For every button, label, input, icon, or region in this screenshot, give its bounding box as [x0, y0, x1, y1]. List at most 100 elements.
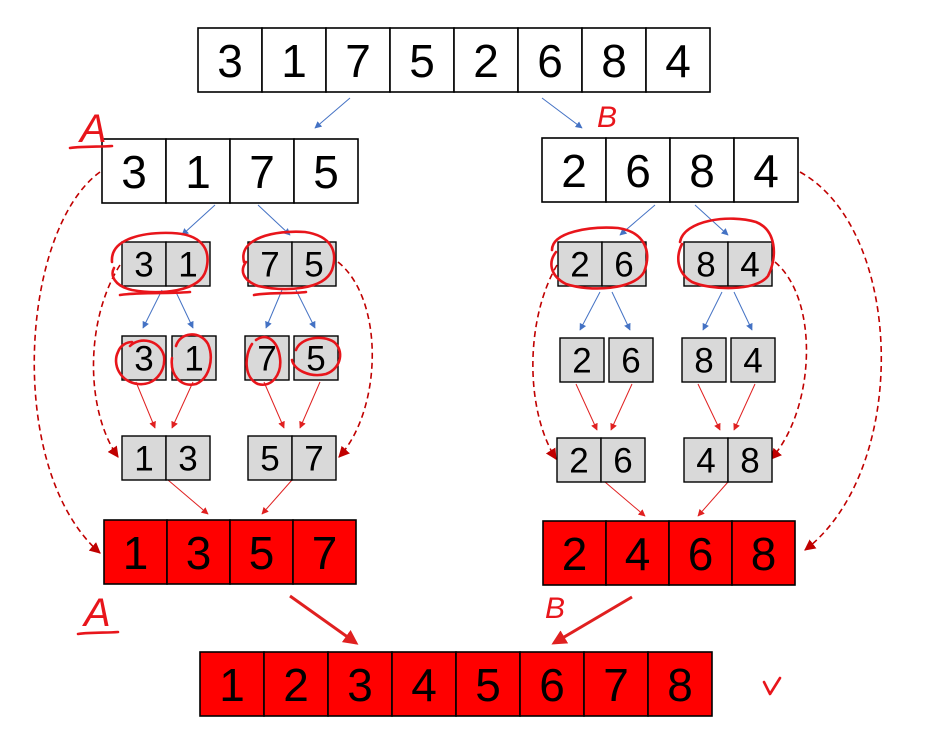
cell [291, 435, 337, 481]
cell-value: 2 [562, 528, 588, 580]
split-arrow-26-left [579, 291, 601, 331]
merge-arrow [697, 481, 729, 517]
cell-value: 1 [184, 340, 203, 379]
cell-value: 3 [134, 340, 153, 379]
cell-value: 5 [409, 35, 435, 87]
label-a-bottom: A [82, 591, 111, 635]
cell-value: 4 [625, 528, 651, 580]
cell [263, 651, 329, 717]
cell [229, 519, 294, 585]
merge-arrow [171, 381, 194, 429]
cell-value: 7 [603, 659, 629, 711]
cell [199, 651, 265, 717]
cell [165, 435, 211, 481]
merge-arrow [167, 479, 209, 515]
cell-value: 3 [134, 246, 153, 285]
merge-arrow [299, 381, 321, 429]
cell [730, 337, 776, 383]
cell-value: 8 [689, 145, 715, 197]
right-single-0: 2 [559, 337, 605, 383]
cell [519, 651, 585, 717]
split-arrow-31-right [174, 289, 194, 329]
cell-value: 2 [561, 145, 587, 197]
cell [389, 27, 455, 93]
cell [541, 137, 607, 203]
cell [292, 519, 357, 585]
ink-circle [677, 217, 776, 290]
cell [101, 138, 167, 204]
cell [668, 520, 733, 586]
cell-value: 3 [121, 146, 147, 198]
cell [197, 27, 263, 93]
cell-value: 5 [249, 527, 275, 579]
cell [293, 138, 359, 204]
dashed-arrow-75 [337, 261, 374, 458]
ink-underline [118, 290, 192, 297]
label-a-top: A [78, 107, 107, 151]
cell-value: 2 [569, 442, 588, 481]
ink-circle [110, 231, 209, 294]
cell-value: 4 [743, 342, 762, 381]
cell-value: 5 [260, 440, 279, 479]
right-single-3: 4 [730, 337, 776, 383]
cell [608, 337, 654, 383]
label-b-top: B [597, 101, 617, 134]
split-arrow-75-right [295, 289, 316, 329]
cell-value: 7 [249, 146, 275, 198]
split-arrow-a-left [181, 204, 216, 236]
cell-value: 8 [740, 442, 759, 481]
cell-value: 1 [134, 440, 153, 479]
cell-value: 7 [257, 340, 276, 379]
cell [121, 241, 167, 287]
cell [453, 27, 519, 93]
cell-value: 1 [281, 35, 307, 87]
cell-value: 5 [313, 146, 339, 198]
dashed-arrow-26 [532, 264, 558, 460]
cell [121, 435, 167, 481]
cell-value: 2 [283, 659, 309, 711]
split-arrow-a-right [257, 204, 291, 236]
final-merge-arrows [289, 594, 633, 645]
label-b-bottom: B [545, 592, 565, 625]
dashed-arrow-a-outer [33, 171, 101, 554]
cell-value: 5 [304, 246, 323, 285]
cell-value: 3 [217, 35, 243, 87]
cell-value: 8 [601, 35, 627, 87]
dashed-arrow-b-outer [799, 171, 883, 551]
merge-arrow [610, 383, 633, 431]
right-single-1: 6 [608, 337, 654, 383]
cell-value: 4 [696, 442, 715, 481]
merge-arrow [697, 383, 721, 431]
cell [581, 27, 647, 93]
cell-value: 1 [123, 527, 149, 579]
cell [683, 437, 729, 483]
cell-value: 1 [219, 659, 245, 711]
cell [731, 520, 796, 586]
cell-value: 7 [260, 246, 279, 285]
cell-value: 7 [312, 527, 338, 579]
cell [727, 437, 773, 483]
check-mark-icon [762, 676, 782, 696]
left-single-2: 7 [244, 335, 290, 381]
ink-underline [68, 144, 114, 150]
merge-arrow [604, 481, 646, 517]
merge-arrow [575, 383, 598, 431]
split-arrow-84-left [702, 291, 723, 331]
cell-value: 8 [751, 528, 777, 580]
merge-arrow [135, 381, 156, 429]
cell [542, 520, 607, 586]
cell-value: 5 [475, 659, 501, 711]
ink-circle [290, 336, 342, 377]
ink-annotations [110, 217, 782, 696]
split-arrow-root-left [314, 97, 351, 129]
ink-circle [170, 333, 212, 386]
